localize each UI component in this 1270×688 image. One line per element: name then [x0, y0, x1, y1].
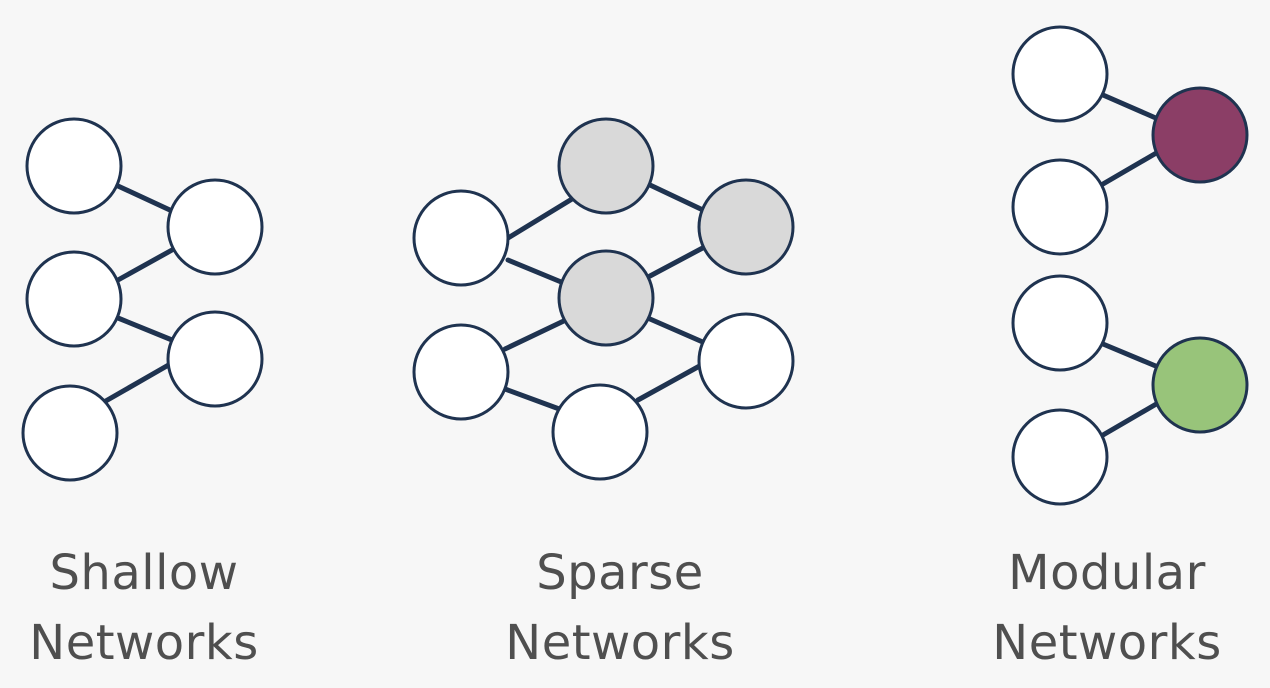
- output-node: [166, 310, 264, 408]
- input-node: [412, 189, 510, 287]
- sparse-network: [412, 117, 795, 481]
- edge: [647, 182, 708, 214]
- edge: [1100, 341, 1161, 370]
- sparse-edges: [502, 182, 715, 413]
- shallow-edges: [101, 183, 175, 405]
- input-node: [25, 250, 123, 348]
- output-node: [166, 178, 264, 276]
- sparse-nodes: [412, 117, 795, 481]
- input-node: [21, 384, 119, 482]
- edge: [115, 315, 175, 343]
- hidden-node: [557, 117, 655, 215]
- caption-line: Networks: [992, 615, 1222, 671]
- edge: [505, 257, 569, 287]
- modular-edges: [1100, 92, 1161, 438]
- edge: [502, 386, 565, 413]
- caption-line: Networks: [29, 615, 259, 671]
- output-node: [551, 383, 649, 481]
- shallow-network: [21, 117, 264, 482]
- input-node: [25, 117, 123, 215]
- edge: [647, 316, 708, 346]
- modular-network: [1011, 25, 1249, 506]
- output-node: [697, 312, 795, 410]
- edge: [505, 196, 575, 241]
- edge: [1100, 149, 1161, 187]
- caption-line: Shallow: [49, 545, 239, 601]
- input-node: [1011, 274, 1109, 372]
- module-node-purple: [1151, 86, 1249, 184]
- shallow-nodes: [21, 117, 264, 482]
- caption-sparse-networks: Sparse Networks: [470, 538, 770, 678]
- edge: [1100, 92, 1161, 122]
- module-node-green: [1151, 336, 1249, 434]
- hidden-node: [697, 178, 795, 276]
- edge: [115, 183, 175, 214]
- edge: [647, 240, 715, 279]
- edge: [101, 360, 175, 405]
- input-node: [1011, 158, 1109, 256]
- caption-line: Modular: [1008, 545, 1206, 601]
- modular-nodes: [1011, 25, 1249, 506]
- caption-modular-networks: Modular Networks: [957, 538, 1257, 678]
- edge: [115, 247, 175, 283]
- hidden-node: [557, 249, 655, 347]
- edge: [502, 315, 573, 352]
- edge: [1100, 400, 1161, 438]
- input-node: [412, 323, 510, 421]
- input-node: [1011, 408, 1109, 506]
- input-node: [1011, 25, 1109, 123]
- edge: [635, 360, 708, 403]
- caption-line: Networks: [505, 615, 735, 671]
- caption-line: Sparse: [536, 545, 704, 601]
- caption-shallow-networks: Shallow Networks: [0, 538, 294, 678]
